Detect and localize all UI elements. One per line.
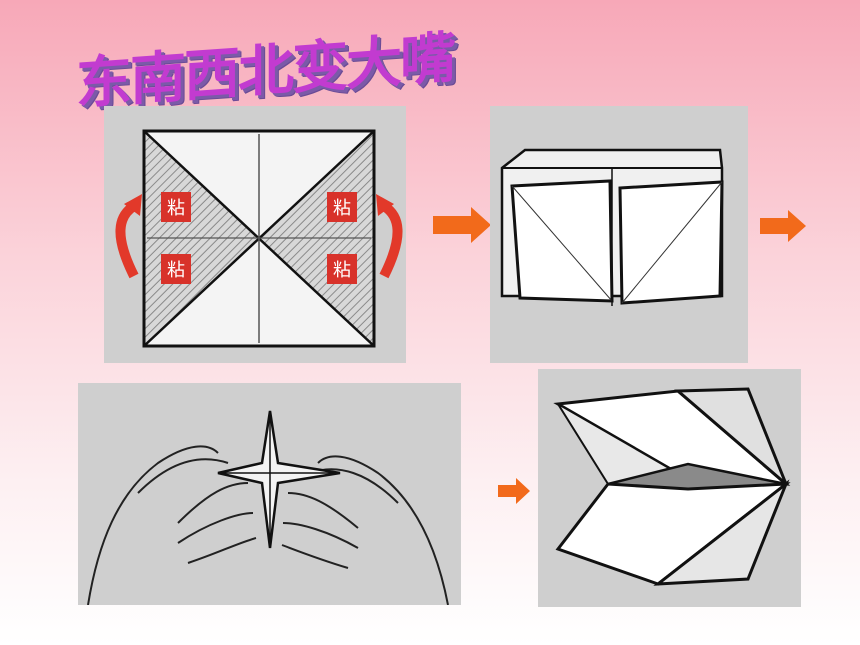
step-1-image: 粘 粘 粘 粘	[104, 106, 406, 363]
glue-badge: 粘	[327, 254, 357, 284]
svg-text:粘: 粘	[167, 260, 185, 281]
step-3-image	[78, 383, 461, 605]
svg-text:粘: 粘	[333, 260, 351, 281]
glue-badge: 粘	[161, 192, 191, 222]
next-arrow-icon	[433, 207, 491, 243]
page-title: 东南西北变大嘴	[76, 25, 454, 118]
next-arrow-icon	[498, 478, 530, 504]
step-2-image	[490, 106, 748, 363]
step-4-diagram	[538, 369, 801, 607]
step-1-diagram: 粘 粘 粘 粘	[104, 106, 406, 363]
glue-badge: 粘	[327, 192, 357, 222]
step-3-diagram	[78, 383, 461, 605]
step-4-image	[538, 369, 801, 607]
svg-text:粘: 粘	[333, 198, 351, 219]
svg-text:粘: 粘	[167, 198, 185, 219]
step-2-diagram	[490, 106, 748, 363]
next-arrow-icon	[760, 210, 806, 242]
glue-badge: 粘	[161, 254, 191, 284]
